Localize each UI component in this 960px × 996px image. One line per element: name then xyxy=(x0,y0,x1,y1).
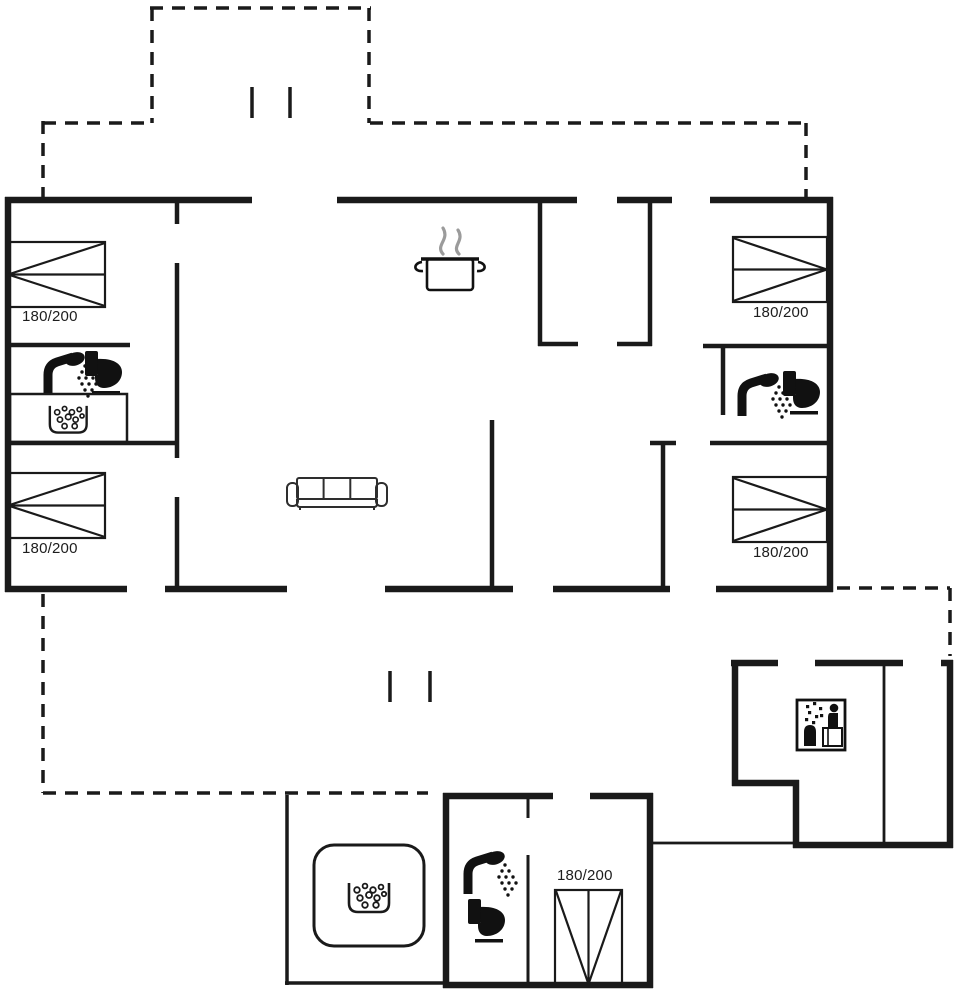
shower-icon-annex-bath xyxy=(468,849,518,897)
interior-walls xyxy=(8,200,833,589)
bed-size-label-bottom-right: 180/200 xyxy=(753,544,809,561)
bed-size-label-top-right: 180/200 xyxy=(753,304,809,321)
sofa-icon xyxy=(286,477,388,510)
whirlpool-bubbles-icon xyxy=(48,404,88,434)
whirlpool-tub-icon xyxy=(8,392,129,444)
bed-size-label-annex: 180/200 xyxy=(557,867,613,884)
bed-icon-bottom-left xyxy=(6,471,107,540)
exterior-walls xyxy=(4,196,834,593)
bed-icon-top-left xyxy=(6,240,107,309)
hot-tub-icon xyxy=(312,843,426,948)
terrace-step-markers xyxy=(250,87,432,702)
bed-icon-top-right xyxy=(731,235,829,304)
cooking-pot-icon xyxy=(414,226,486,292)
sauna-icon xyxy=(795,698,847,752)
hot-tub-room-walls xyxy=(285,795,444,985)
hot-tub-bubbles-icon xyxy=(347,881,391,914)
toilet-icon-right-bath xyxy=(783,371,820,415)
bed-icon-bottom-right xyxy=(731,475,829,544)
sauna-annex-walls xyxy=(731,659,954,849)
bed-icon-annex xyxy=(553,888,624,987)
sauna-annex-partitions xyxy=(653,666,886,845)
toilet-icon-left-bath xyxy=(85,351,122,395)
bed-size-label-bottom-left: 180/200 xyxy=(22,540,78,557)
bed-size-label-top-left: 180/200 xyxy=(22,308,78,325)
toilet-icon-annex-bath xyxy=(468,899,505,943)
terrace-outline xyxy=(41,6,952,795)
